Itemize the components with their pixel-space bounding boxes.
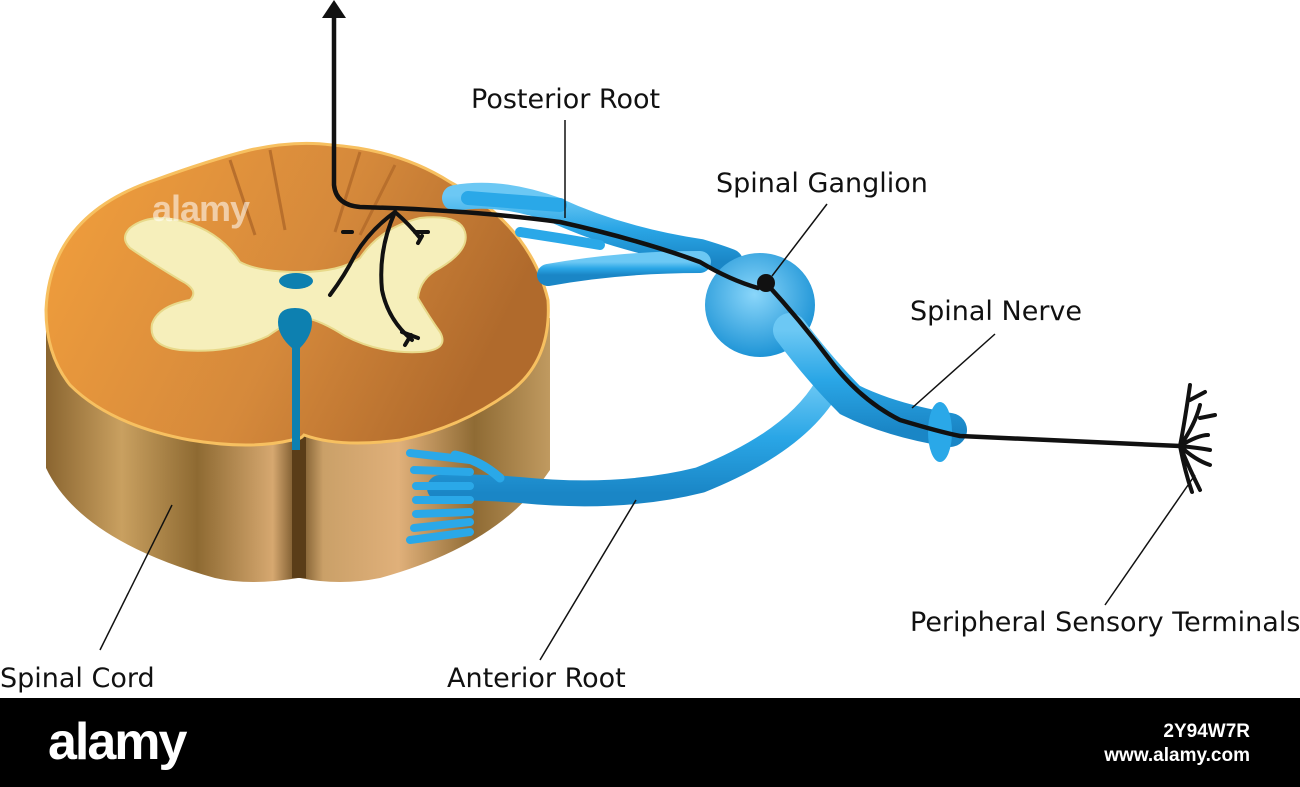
leader-lines bbox=[99, 120, 1196, 661]
arrow-up-icon bbox=[322, 0, 346, 18]
sensory-neuron bbox=[328, 9, 1217, 494]
label-spinal-cord: Spinal Cord bbox=[0, 663, 155, 694]
anterior-fissure-canal bbox=[278, 308, 312, 450]
label-anterior-root: Anterior Root bbox=[447, 663, 626, 694]
footer-url: www.alamy.com bbox=[1104, 745, 1250, 766]
posterior-root bbox=[442, 182, 743, 286]
spinal-cord bbox=[44, 141, 550, 582]
footer-image-id: 2Y94W7R bbox=[1163, 721, 1250, 742]
watermark-logo: alamy bbox=[152, 188, 250, 229]
anterior-rootlets bbox=[406, 449, 474, 544]
peripheral-terminals bbox=[1178, 383, 1217, 494]
spinal-nerve-diagram bbox=[44, 0, 1217, 661]
central-canal bbox=[279, 273, 313, 289]
label-posterior-root: Posterior Root bbox=[471, 84, 661, 115]
label-spinal-ganglion: Spinal Ganglion bbox=[716, 168, 928, 199]
stock-footer-bar: alamy 2Y94W7R www.alamy.com bbox=[0, 698, 1300, 787]
footer-logo: alamy bbox=[48, 713, 187, 771]
label-spinal-nerve: Spinal Nerve bbox=[910, 296, 1083, 327]
anterior-root bbox=[406, 369, 843, 544]
label-peripheral-sensory-terminals: Peripheral Sensory Terminals bbox=[910, 607, 1300, 638]
anterior-median-fissure bbox=[292, 430, 306, 578]
ganglion-cell-body bbox=[757, 274, 775, 292]
